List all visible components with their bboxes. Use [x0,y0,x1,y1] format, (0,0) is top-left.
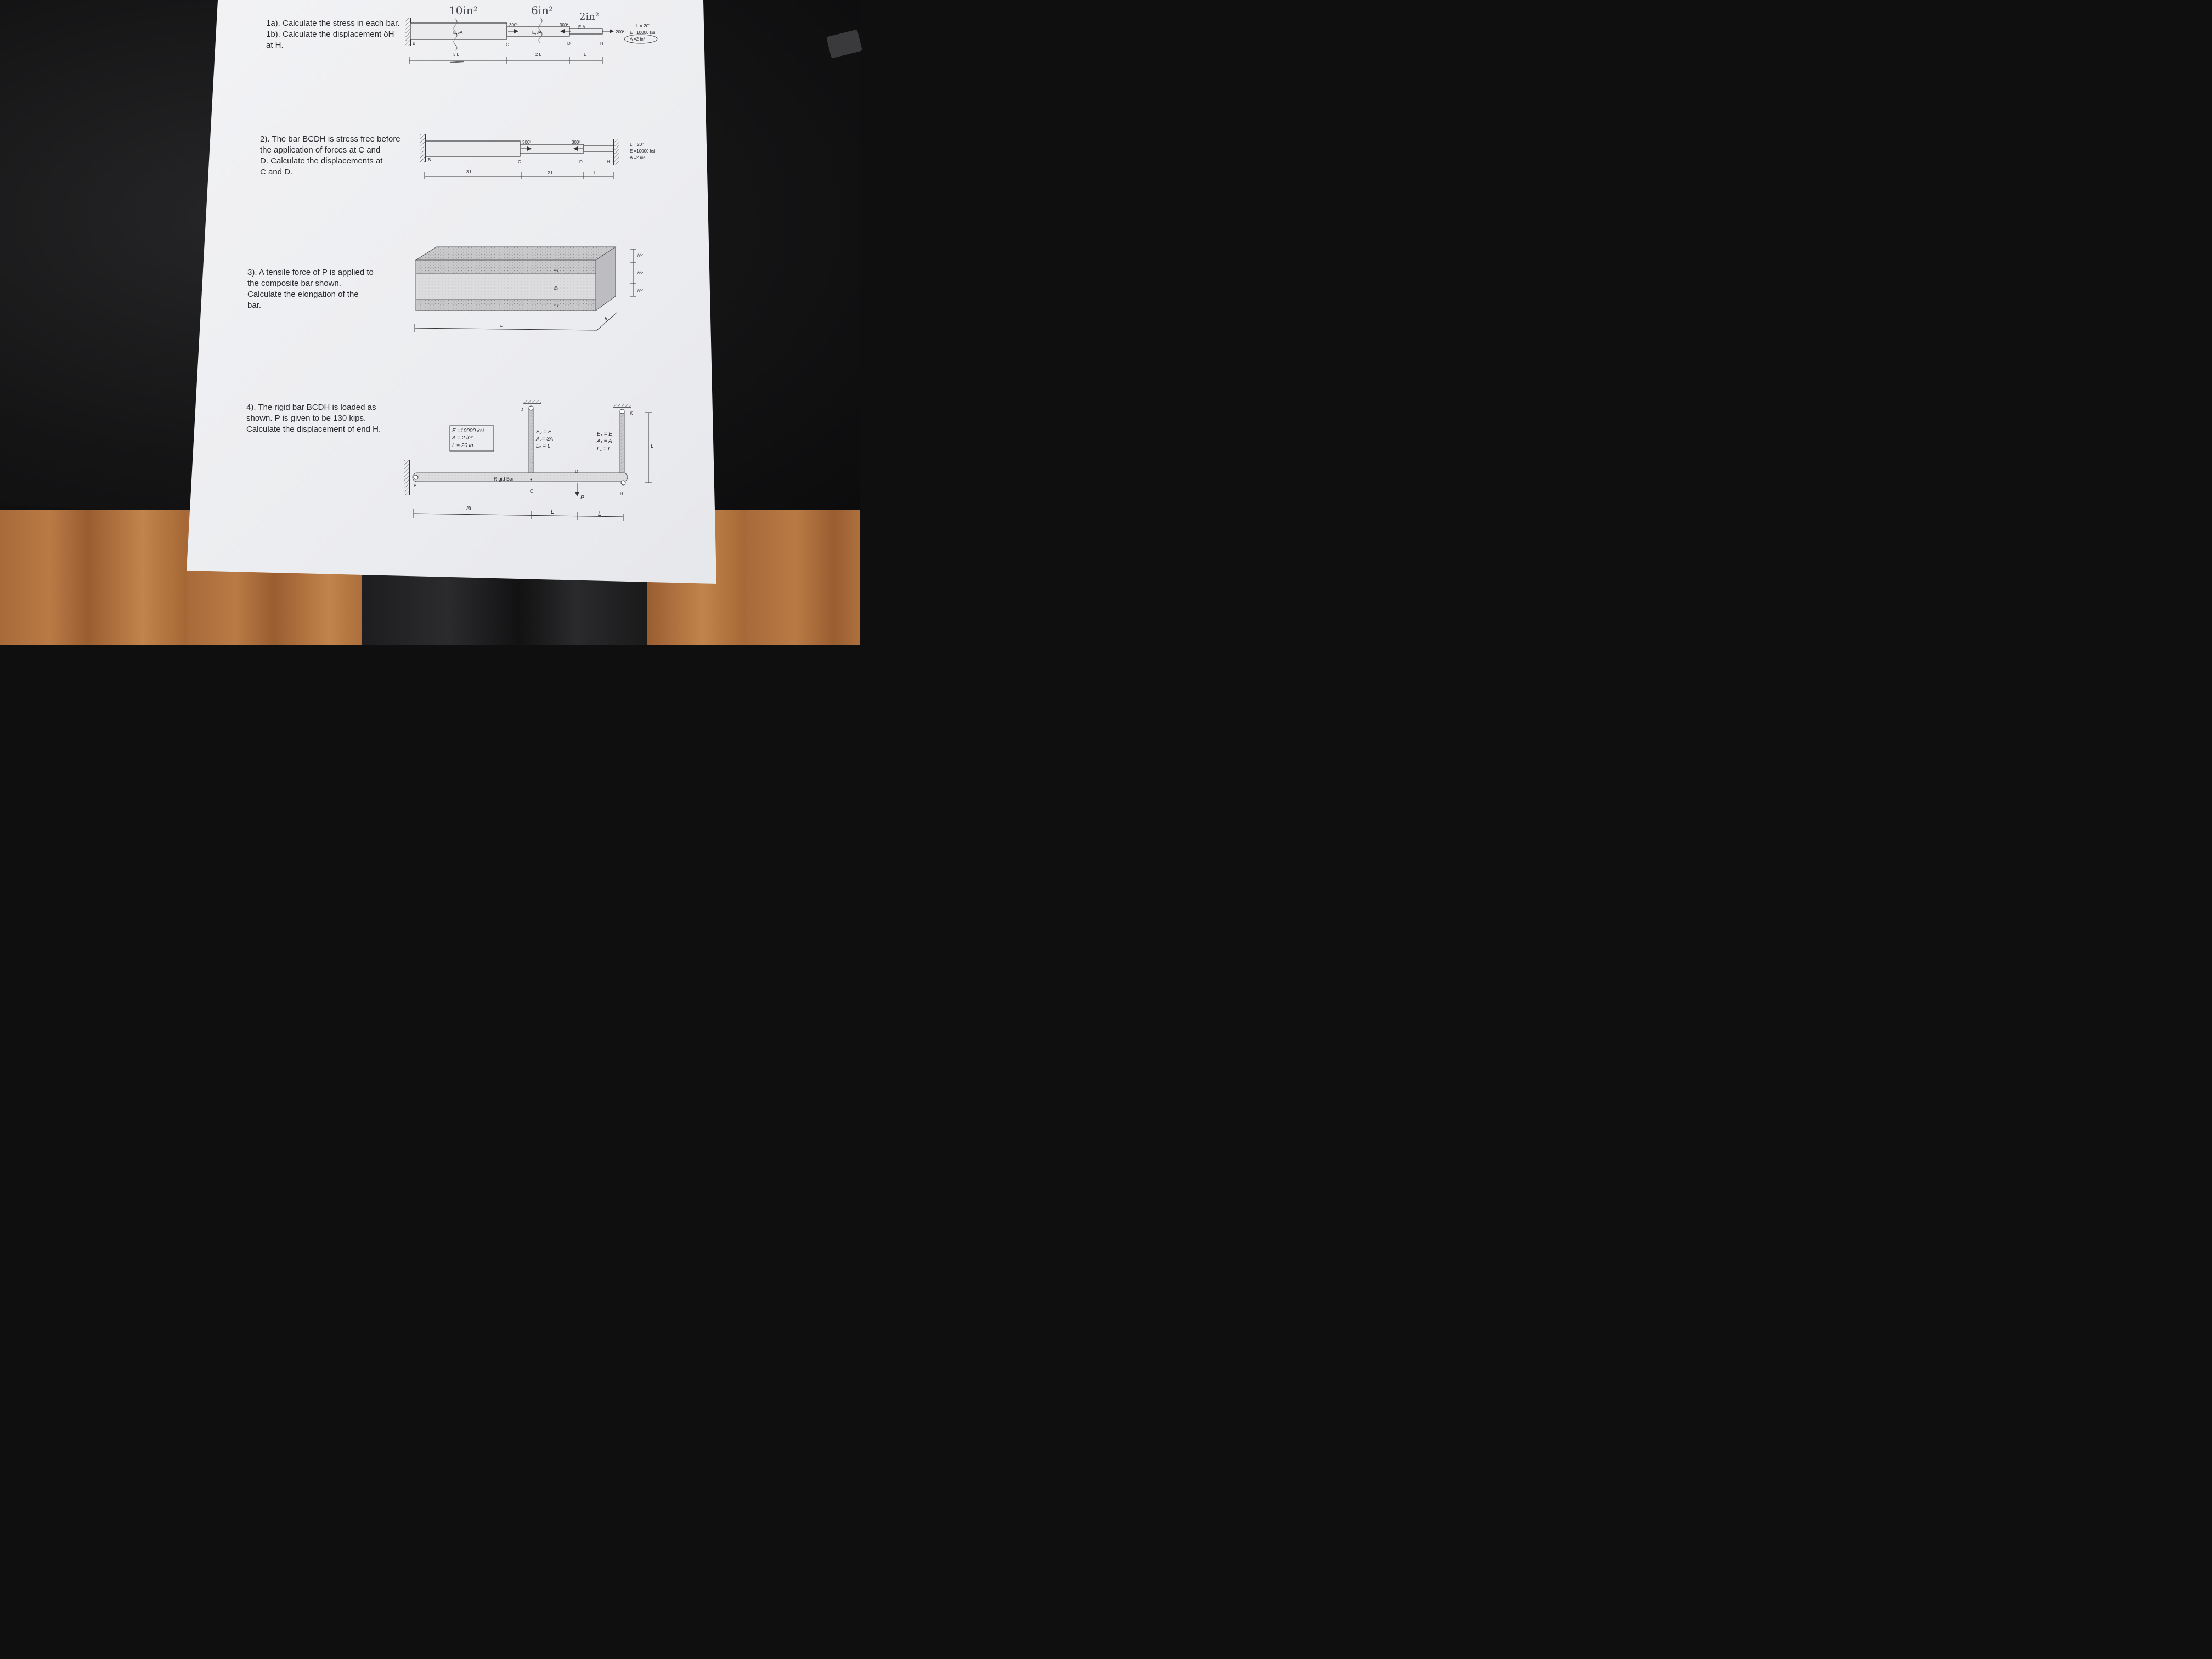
figures: 10in² 6in² 2in² E,5A E,3A E,A 300ᵏ 300ᵏ … [404,4,658,521]
point-b: B [414,483,416,488]
prop-l: L = 20" [630,142,644,147]
box-a: A = 2 in² [452,435,473,441]
bar-label-3: E,A [578,25,586,30]
point-b: B [428,157,431,162]
question-3: 3). A tensile force of P is applied to t… [247,268,374,310]
rigid-bar-label: Rigid Bar [494,476,514,482]
point-h: H [607,160,610,165]
hand-area-3: 2in² [579,11,599,22]
layer-top: E₁ [554,267,558,272]
prop-e: E =10000 ksi [630,30,656,35]
dim-2: 2 L [548,171,554,176]
prop-a: A =2 in² [630,155,645,160]
hand-area-1: 10in² [449,4,478,17]
figure-2: 300ᵏ 300ᵏ B C D H 3 L 2 L L L = 20" E =1… [420,134,656,179]
point-h: H [620,491,623,496]
dim-l2: L [598,511,601,517]
force-2: 300ᵏ [572,140,580,145]
force-3: 200ᵏ [616,30,624,35]
dim-3: L [584,52,586,57]
load-p: P [580,495,584,501]
layer-mid: E₂ [554,286,558,291]
rod1-l: L₁ = L [597,446,611,452]
prop-l: L = 20" [636,24,650,29]
bar-label-1: E,5A [453,30,463,35]
hand-area-2: 6in² [531,4,553,17]
figure-1: 10in² 6in² 2in² E,5A E,3A E,A 300ᵏ 300ᵏ … [405,4,658,64]
point-h: H [600,41,603,46]
question-4: 4). The rigid bar BCDH is loaded as show… [246,403,381,434]
figure-4: E =10000 ksi A = 2 in² L = 20 in J E₂ = … [404,400,654,521]
height-1: h/4 [637,254,643,258]
dim-1: 3 L [453,52,460,57]
rod1-a: A₁ = A [596,438,612,444]
layer-bottom: E₁ [554,302,558,307]
height-3: h/4 [637,289,643,293]
width-label: b [605,317,607,321]
question-1: 1a). Calculate the stress in each bar. 1… [266,19,400,50]
point-c: C [506,42,509,47]
length-label: L [500,323,503,328]
height-l: L [651,443,654,449]
rod1-e: E₁ = E [597,431,612,437]
dim-2: 2 L [535,52,542,57]
prop-e: E =10000 ksi [630,149,656,154]
force-1: 300ᵏ [509,22,518,27]
dim-1: 3 L [466,170,473,174]
force-2: 300ᵏ [560,22,568,27]
point-d: D [579,160,583,165]
question-2: 2). The bar BCDH is stress free before t… [260,134,400,177]
box-e: E =10000 ksi [452,428,484,434]
point-b: B [413,41,415,46]
shoes [362,571,647,645]
box-l: L = 20 in [452,443,473,449]
point-c: C [530,489,533,494]
height-2: h/2 [637,272,643,275]
point-d: D [575,469,578,474]
dim-3: L [594,171,596,176]
bar-label-2: E,3A [532,30,542,35]
figure-3: E₁ E₂ E₁ h/4 h/2 h/4 L b [414,246,643,332]
prop-a: A =2 in² [630,37,645,42]
dim-3l: 3L [466,505,473,512]
point-c: C [518,160,521,165]
rod2-l: L₂ = L [536,443,550,449]
point-d: D [567,41,571,46]
point-j: J [521,408,523,413]
force-1: 300ᵏ [522,140,531,145]
point-k: K [630,411,633,416]
dim-l1: L [551,509,554,515]
rod2-a: A₂= 3A [535,436,554,442]
rod2-e: E₂ = E [536,429,552,435]
